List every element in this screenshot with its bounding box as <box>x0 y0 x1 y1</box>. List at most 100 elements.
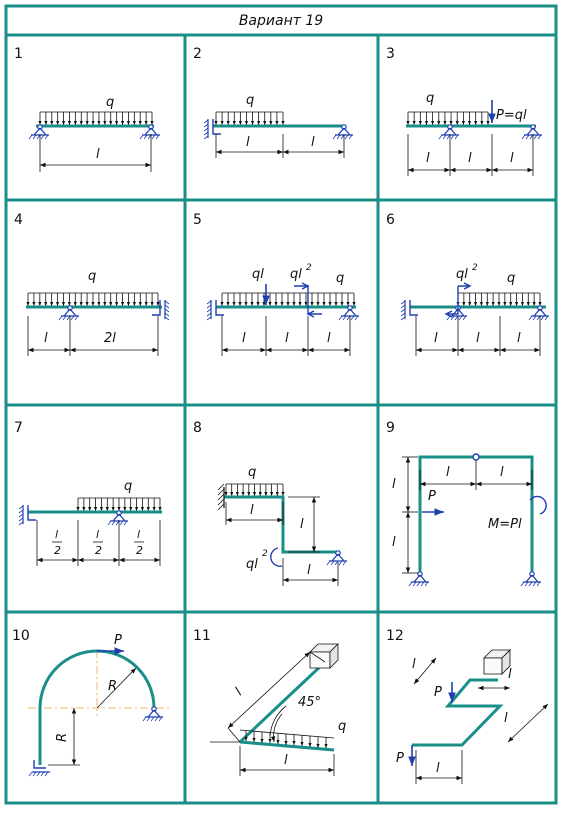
svg-text:2: 2 <box>136 544 143 557</box>
svg-text:l: l <box>250 503 254 518</box>
svg-text:2: 2 <box>306 263 312 273</box>
distributed-load <box>239 729 335 748</box>
distributed-load <box>214 111 285 125</box>
cell-number: 11 <box>193 628 211 644</box>
svg-text:2l: 2l <box>104 331 116 346</box>
svg-text:ql: ql <box>456 267 468 282</box>
pin-support <box>338 305 359 321</box>
pin-support <box>326 550 347 566</box>
svg-text:l: l <box>412 657 416 672</box>
svg-text:l: l <box>468 151 472 166</box>
pin-support <box>520 571 541 587</box>
svg-text:P: P <box>434 685 442 700</box>
load-label: q <box>246 93 254 108</box>
fraction-label: l 2 <box>52 528 62 557</box>
cell-number: 5 <box>193 212 202 228</box>
svg-text:M=Pl: M=Pl <box>488 517 522 532</box>
bar <box>239 740 335 752</box>
svg-text:l: l <box>476 331 480 346</box>
load-label: q <box>426 91 434 106</box>
pin-support <box>142 706 163 722</box>
svg-text:q: q <box>336 271 344 286</box>
fixed-support <box>206 300 224 321</box>
svg-text:l: l <box>285 331 289 346</box>
fraction-label: l 2 <box>134 528 144 557</box>
svg-text:l: l <box>426 151 430 166</box>
cell-number: 12 <box>386 628 404 644</box>
svg-text:2: 2 <box>54 544 61 557</box>
svg-text:2: 2 <box>472 263 478 273</box>
svg-text:l: l <box>434 331 438 346</box>
moment-symbol <box>270 547 283 567</box>
arch <box>38 649 156 765</box>
distributed-load <box>26 292 160 306</box>
distributed-load <box>220 292 356 306</box>
svg-text:l: l <box>300 517 304 532</box>
cell-numbers: 1 2 3 4 5 6 7 8 9 10 11 12 <box>12 46 404 644</box>
scheme-10: P R R <box>28 633 172 777</box>
fixed-support <box>28 760 50 777</box>
pin-support <box>58 305 79 321</box>
svg-text:R: R <box>55 733 70 742</box>
scheme-2: q l l <box>203 93 353 158</box>
svg-text:l: l <box>392 535 396 550</box>
svg-text:l: l <box>307 563 311 578</box>
load-label: q <box>106 95 114 110</box>
scheme-4: q l 2l <box>26 269 170 356</box>
dimension-label: l <box>96 147 100 162</box>
svg-text:45°: 45° <box>298 695 321 710</box>
svg-text:P: P <box>114 633 122 648</box>
svg-text:ql: ql <box>252 267 264 282</box>
svg-text:l: l <box>137 528 140 541</box>
distributed-load <box>76 497 162 511</box>
distributed-load <box>406 111 490 125</box>
fixed-block <box>309 643 339 669</box>
svg-text:l: l <box>392 477 396 492</box>
fixed-support <box>400 300 418 321</box>
scheme-11: q 45° l l <box>210 643 346 776</box>
distributed-load <box>224 483 285 496</box>
svg-text:ql: ql <box>246 557 258 572</box>
scheme-1: q l <box>28 95 160 172</box>
scheme-7: q l 2 l 2 l 2 <box>18 479 162 566</box>
scheme-8: q ql 2 l l l <box>217 465 347 586</box>
cell-number: 9 <box>386 420 395 436</box>
svg-text:l: l <box>500 465 504 480</box>
spatial-frame <box>412 678 504 747</box>
fraction-label: l 2 <box>93 528 103 557</box>
svg-text:q: q <box>88 269 96 284</box>
variant-title: Вариант 19 <box>239 13 323 29</box>
broken-beam <box>224 495 340 554</box>
cell-number: 8 <box>193 420 202 436</box>
svg-text:P: P <box>428 489 436 504</box>
svg-text:P: P <box>396 751 404 766</box>
dimension-label: l <box>311 135 315 150</box>
svg-text:2: 2 <box>95 544 102 557</box>
svg-text:q: q <box>248 465 256 480</box>
svg-text:l: l <box>55 528 58 541</box>
moment-symbol <box>294 285 322 315</box>
svg-text:2: 2 <box>262 549 268 559</box>
scheme-3: q P=ql l l l <box>406 91 542 176</box>
cell-number: 3 <box>386 46 395 62</box>
fixed-support <box>203 119 221 140</box>
cell-number: 10 <box>12 628 30 644</box>
svg-text:l: l <box>446 465 450 480</box>
svg-text:l: l <box>436 761 440 776</box>
moment-symbol <box>446 285 470 315</box>
svg-text:l: l <box>510 151 514 166</box>
svg-text:q: q <box>338 719 346 734</box>
force-label: P=ql <box>496 108 527 123</box>
scheme-9: P M=Pl l l l l <box>392 453 547 587</box>
pin-support <box>332 124 353 140</box>
svg-text:l: l <box>284 753 288 768</box>
pin-support <box>408 571 429 587</box>
cell-number: 2 <box>193 46 202 62</box>
cell-number: 7 <box>14 420 23 436</box>
svg-text:q: q <box>507 271 515 286</box>
svg-text:q: q <box>124 479 132 494</box>
svg-text:l: l <box>44 331 48 346</box>
svg-text:R: R <box>108 679 117 694</box>
cell-number: 1 <box>14 46 23 62</box>
